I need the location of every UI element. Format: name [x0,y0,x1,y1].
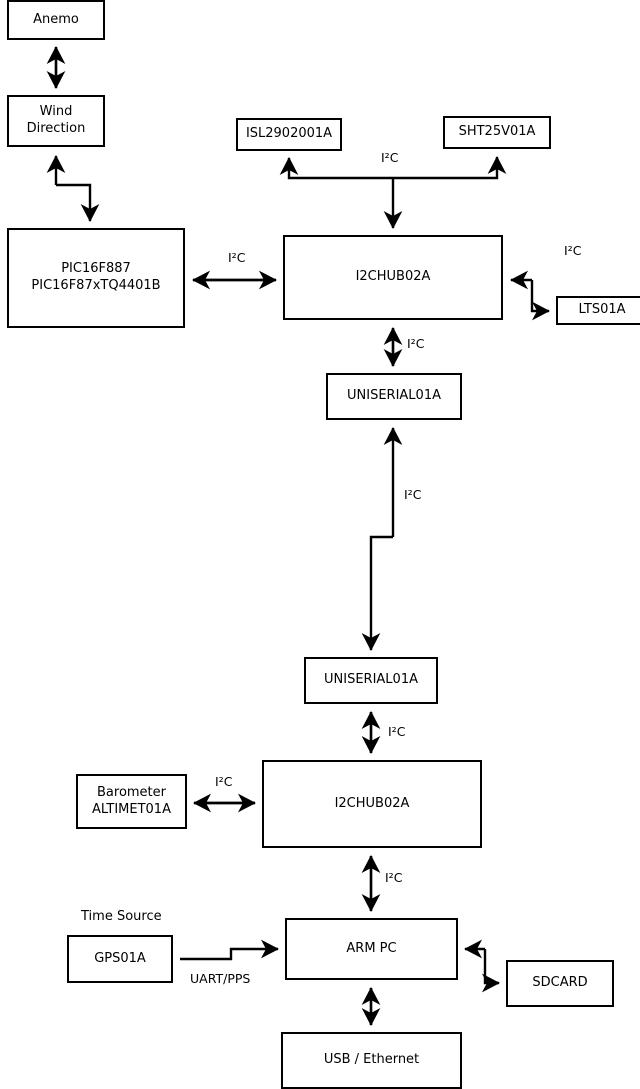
edge-label-i2c-isl-sht: I²C [381,150,399,165]
edge-label-i2c-hub-armpc: I²C [385,870,403,885]
node-pic-mcu[interactable]: PIC16F887 PIC16F87xTQ4401B [7,228,185,328]
node-uniserial01a-lower[interactable]: UNISERIAL01A [304,657,438,704]
node-usb-ethernet[interactable]: USB / Ethernet [281,1032,462,1089]
edge-label-i2c-uniserial-hub: I²C [388,724,406,739]
node-lts01a[interactable]: LTS01A [556,296,640,325]
wire-branch-isl [279,157,393,180]
label-time-source: Time Source [81,909,162,924]
node-sht25v01a[interactable]: SHT25V01A [443,116,551,149]
node-barometer-altimet01a[interactable]: Barometer ALTIMET01A [76,774,187,829]
node-anemo[interactable]: Anemo [7,0,105,40]
edge-label-i2c-hub-lts: I²C [564,243,582,258]
node-i2chub02a-top[interactable]: I2CHUB02A [283,235,503,320]
wire-hub-lts [530,280,550,321]
node-wind-direction[interactable]: Wind Direction [7,95,105,147]
node-gps01a[interactable]: GPS01A [67,935,173,983]
node-arm-pc[interactable]: ARM PC [285,918,458,980]
wire-branch-sht [393,156,507,180]
node-sdcard[interactable]: SDCARD [506,960,614,1007]
wire-armpc-sdcard [481,949,500,993]
edge-label-i2c-hub-uniserial: I²C [407,336,425,351]
edge-label-i2c-uniserial-link: I²C [404,487,422,502]
wire-gps-armpc [180,939,279,961]
wire-uniserial-link-down [361,535,393,651]
edge-label-uart-pps: UART/PPS [190,971,251,986]
node-i2chub02a-bottom[interactable]: I2CHUB02A [262,760,482,848]
edge-label-i2c-pic-hub: I²C [228,250,246,265]
node-isl2902001a[interactable]: ISL2902001A [236,118,342,151]
edge-label-i2c-baro-hub: I²C [215,774,233,789]
wire-wind-pic [56,183,100,222]
node-uniserial01a-upper[interactable]: UNISERIAL01A [326,373,462,420]
